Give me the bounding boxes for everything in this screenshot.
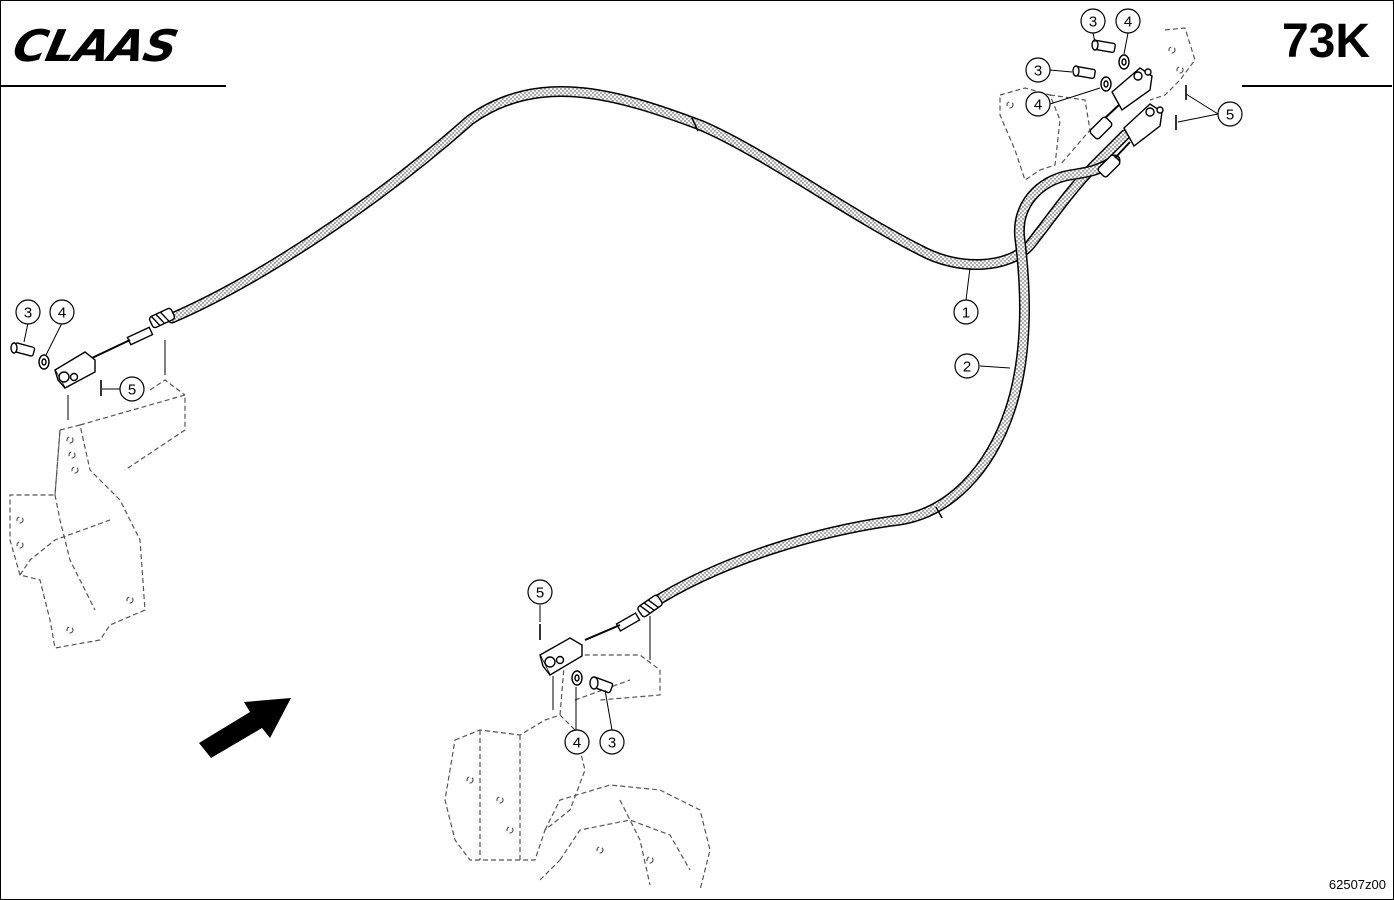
washers-top-right <box>1100 54 1130 92</box>
clevis-top-right-2 <box>1123 103 1164 148</box>
callout-5-top: 5 <box>1217 101 1243 127</box>
header-rule-left <box>0 85 226 87</box>
pin-left <box>10 342 36 357</box>
svg-text:3: 3 <box>24 305 32 322</box>
cable-1 <box>166 86 1131 324</box>
bracket-left-outline <box>9 379 186 649</box>
washer-left <box>38 354 50 370</box>
callout-3-bottom: 3 <box>599 729 625 755</box>
forward-arrow-icon <box>199 698 291 758</box>
cable-2 <box>644 154 1121 611</box>
svg-text:4: 4 <box>1034 97 1042 114</box>
callout-3-top-a: 3 <box>1080 8 1106 34</box>
callout-4-left: 4 <box>49 299 75 325</box>
svg-text:1: 1 <box>962 305 970 322</box>
callout-4-bottom: 4 <box>564 729 590 755</box>
washer-bottom <box>571 670 583 686</box>
svg-text:3: 3 <box>608 735 616 752</box>
bracket-top-right-outline <box>999 27 1196 181</box>
cable-end-left <box>91 307 176 359</box>
svg-text:5: 5 <box>536 585 544 602</box>
drawing-code: 62507z00 <box>1328 877 1386 892</box>
callout-4-top-a: 4 <box>1115 8 1141 34</box>
clevis-bottom <box>539 637 583 676</box>
callout-1: 1 <box>953 299 979 325</box>
pin-bottom <box>589 676 614 694</box>
callout-3-left: 3 <box>15 299 41 325</box>
callout-4-top-b: 4 <box>1025 91 1051 117</box>
svg-text:3: 3 <box>1034 63 1042 80</box>
callout-3-top-b: 3 <box>1025 57 1051 83</box>
callout-5-bottom: 5 <box>527 579 553 605</box>
clevis-top-right-1 <box>1111 67 1153 112</box>
svg-text:5: 5 <box>1226 107 1234 124</box>
svg-text:5: 5 <box>128 382 136 399</box>
page-number: 73K <box>1281 15 1370 68</box>
svg-text:2: 2 <box>963 359 971 376</box>
clevis-left <box>54 351 96 389</box>
bracket-bottom-outline <box>444 654 711 891</box>
svg-text:4: 4 <box>58 305 66 322</box>
header-rule-right <box>1242 85 1392 87</box>
svg-text:3: 3 <box>1089 14 1097 31</box>
cable-ends-top-right <box>1089 103 1131 178</box>
svg-text:4: 4 <box>1124 14 1132 31</box>
cable-end-bottom <box>584 594 663 641</box>
pins-top-right <box>1072 39 1116 80</box>
svg-text:4: 4 <box>573 735 581 752</box>
callout-5-left: 5 <box>119 376 145 402</box>
callout-2: 2 <box>954 353 980 379</box>
cotter-pins-top-right <box>1175 85 1187 130</box>
leader-lines <box>23 32 1219 731</box>
